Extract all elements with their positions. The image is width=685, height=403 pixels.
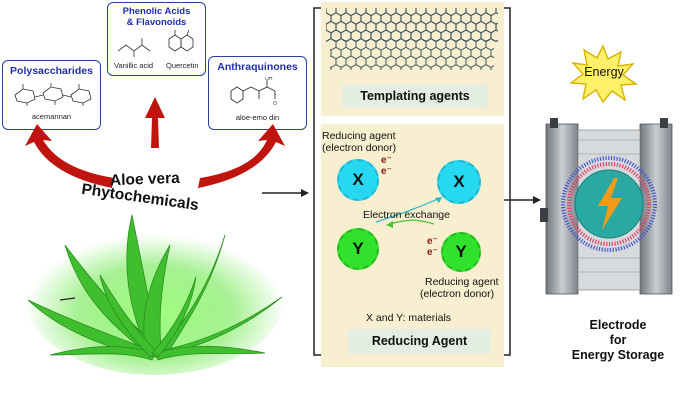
y-label-1: Y [352,239,364,258]
electron-1: e⁻ [381,155,392,166]
aloe-emodin-label: aloe-emo din [235,113,280,122]
electron-3: e⁻ [427,236,438,247]
aloe-vera-plant-icon [25,214,285,375]
vanillic-acid-label: Vanillic acid [114,61,154,70]
y-material-circle-1: Y [337,228,379,270]
electrode-device-icon [540,118,673,295]
quercetin-structure-icon [168,29,194,52]
anthraquinones-title: Anthraquinones [217,61,298,73]
electrode-line2: for [609,333,627,347]
svg-text:OH: OH [265,77,273,82]
svg-text:O: O [273,101,277,107]
electron-exchange-label: Electron exchange [363,209,450,221]
donor-bottom-line2: (electron donor) [420,288,495,300]
polysaccharides-title: Polysaccharides [10,65,93,77]
electron-4: e⁻ [427,247,438,258]
acemannan-structure-icon [14,83,92,106]
left-curved-arrow [25,124,114,188]
middle-arrow [145,97,165,148]
right-curved-arrow [198,124,285,188]
vanillic-acid-structure-icon [117,38,151,57]
reducing-agent-label: Reducing Agent [348,329,491,354]
x-material-circle-2: X [437,160,481,204]
x-label-1: X [352,170,364,189]
polysaccharides-box: Polysaccharides acemannan [2,60,101,130]
aloe-emodin-structure-icon: OH O [230,77,277,107]
quercetin-label: Quercetin [166,61,199,70]
anthraquinones-box: Anthraquinones OH O aloe-emo din [208,56,307,130]
y-label-2: Y [455,242,467,261]
y-material-circle-2: Y [441,232,481,272]
phenolics-title-line2: & Flavonoids [126,17,187,28]
phenolics-title-line1: Phenolic Acids [122,6,191,17]
x-material-circle-1: X [337,159,379,201]
electron-exchange-arrows [375,197,442,228]
electrode-line1: Electrode [589,318,647,332]
donor-top-line2: (electron donor) [322,142,397,154]
templating-agents-label: Templating agents [342,84,488,108]
phenolics-box: Phenolic Acids & Flavonoids Vanillic aci… [107,2,206,76]
x-label-2: X [453,172,465,191]
acemannan-label: acemannan [31,112,72,121]
electron-2: e⁻ [381,166,392,177]
materials-note: X and Y: materials [366,312,452,324]
donor-top-line1: Reducing agent [322,130,396,142]
electrode-line3: Energy Storage [571,348,665,362]
panel-bracket [313,7,322,356]
graphene-mesh-icon [326,8,498,70]
energy-burst-icon [569,44,639,104]
energy-label: Energy [584,65,624,79]
donor-bottom-line1: Reducing agent [425,276,499,288]
